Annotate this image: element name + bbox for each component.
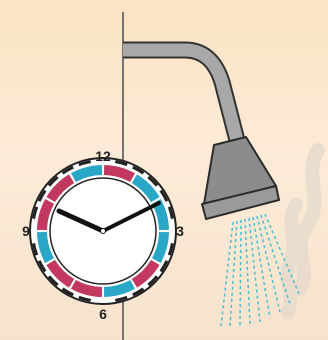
clock-center-pin [101, 229, 106, 234]
clock-numeral-6: 6 [99, 306, 107, 322]
steam-icon [287, 150, 318, 312]
clock-numeral-3: 3 [176, 223, 184, 239]
wall-clock: 12 3 6 9 [22, 148, 184, 322]
shower-head-icon [202, 137, 279, 219]
clock-numeral-12: 12 [95, 148, 111, 164]
clock-numeral-9: 9 [22, 223, 30, 239]
